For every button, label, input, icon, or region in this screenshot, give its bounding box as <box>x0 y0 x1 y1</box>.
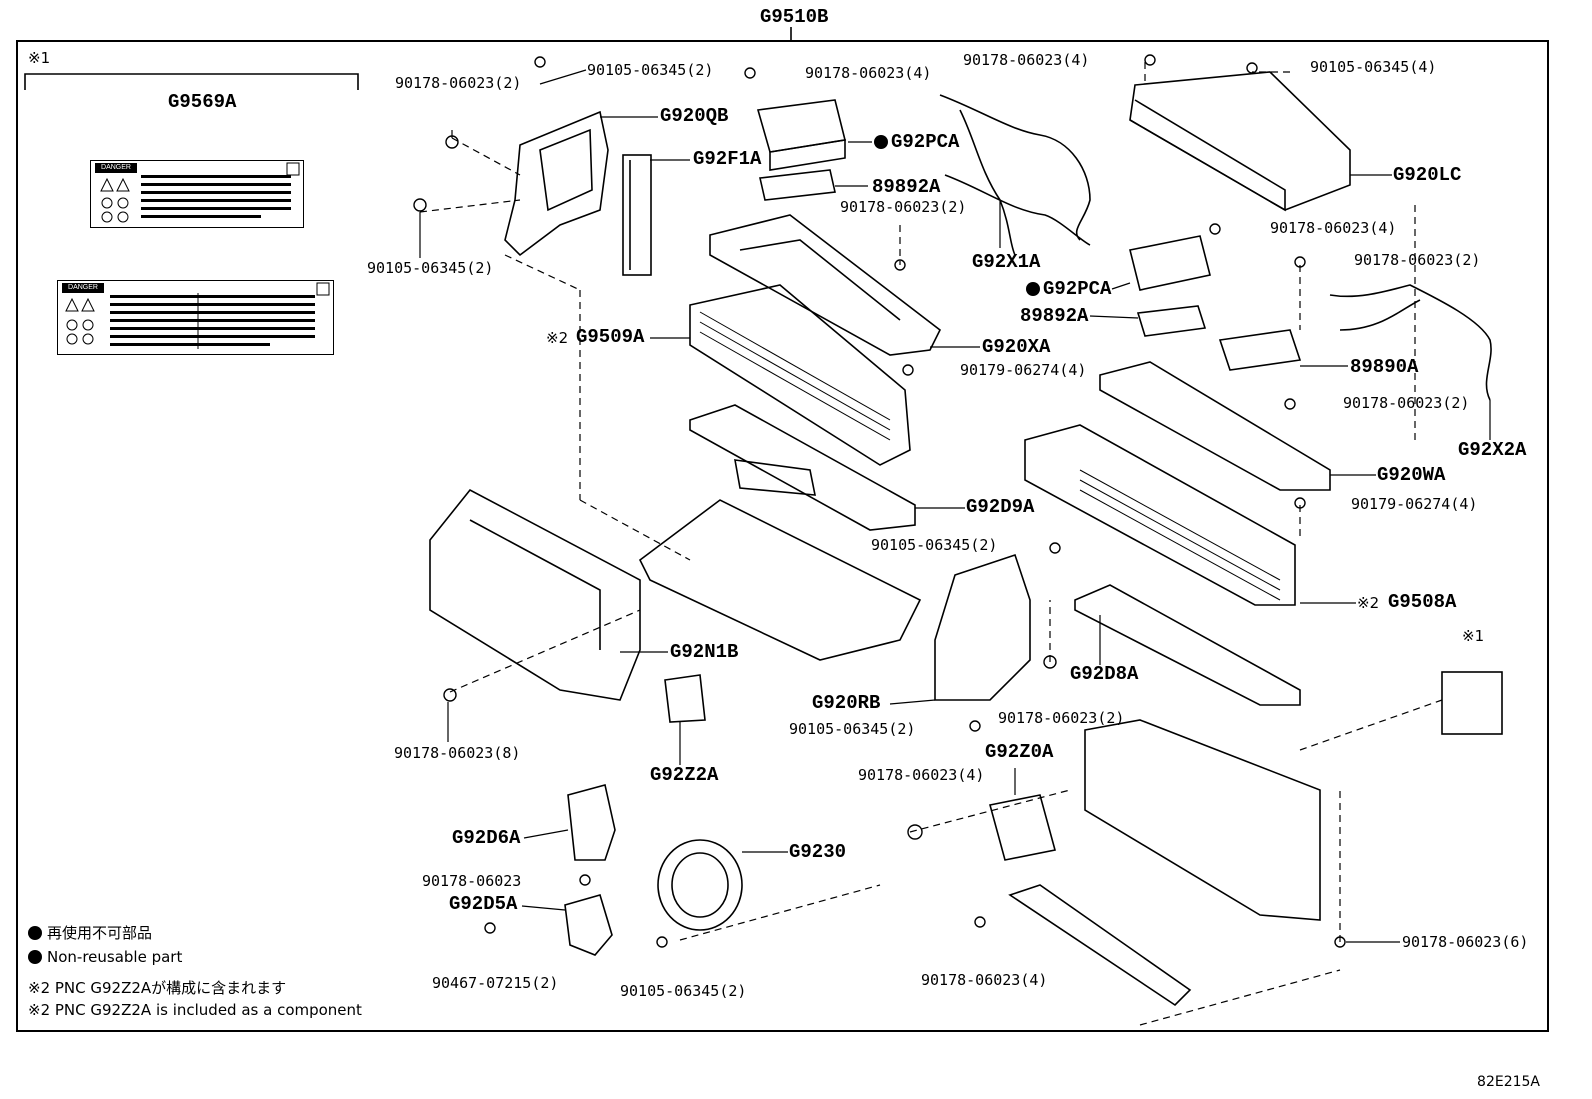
non-reusable-dot-icon <box>28 950 42 964</box>
pnc-g920lc: G920LC <box>1393 164 1462 186</box>
fastener-label: 90178-06023(2) <box>998 709 1125 727</box>
danger-label-1-header: DANGER <box>95 163 137 173</box>
diagram-title: G9510B <box>760 6 829 28</box>
pnc-g92x2a: G92X2A <box>1458 439 1527 461</box>
legend-text: Non-reusable part <box>47 948 183 966</box>
legend-text: 再使用不可部品 <box>47 924 153 942</box>
fastener-label: 90179-06274(4) <box>1351 495 1478 513</box>
pnc-g920xa: G920XA <box>982 336 1051 358</box>
fastener-label: 90178-06023(4) <box>921 971 1048 989</box>
fastener-label: 90178-06023(2) <box>1343 394 1470 412</box>
pnc-g92f1a: G92F1A <box>693 148 762 170</box>
fastener-label: 90105-06345(2) <box>620 982 747 1000</box>
pnc-g9509a: G9509A <box>576 326 645 348</box>
danger-label-2-header: DANGER <box>62 283 104 293</box>
pnc-g92d5a: G92D5A <box>449 893 518 915</box>
pnc-g92z2a: G92Z2A <box>650 764 719 786</box>
legend-non-reusable-jp: 再使用不可部品 <box>28 925 152 942</box>
fastener-label: 90178-06023(8) <box>394 744 521 762</box>
fastener-label: 90467-07215(2) <box>432 974 559 992</box>
fastener-label: 90105-06345(4) <box>1310 58 1437 76</box>
pnc-89892a-right: 89892A <box>1020 305 1089 327</box>
fastener-label: 90178-06023(4) <box>805 64 932 82</box>
pnc-g920wa: G920WA <box>1377 464 1446 486</box>
ref-marker-1-right: ※1 <box>1462 627 1485 645</box>
pnc-89890a: 89890A <box>1350 356 1419 378</box>
fastener-label: 90178-06023(4) <box>858 766 985 784</box>
non-reusable-dot-icon <box>28 926 42 940</box>
pnc-g920rb: G920RB <box>812 692 881 714</box>
pnc-g92n1b: G92N1B <box>670 641 739 663</box>
fastener-label: 90179-06274(4) <box>960 361 1087 379</box>
fastener-label: 90105-06345(2) <box>367 259 494 277</box>
pnc-g92pca-right: G92PCA <box>1043 278 1112 300</box>
pnc-g9508a: G9508A <box>1388 591 1457 613</box>
danger-label-1: DANGER <box>90 160 304 228</box>
ref-marker-1: ※1 <box>28 49 51 67</box>
ref-marker-2-g9508a: ※2 <box>1357 594 1380 612</box>
fastener-label: 90178-06023 <box>422 872 522 890</box>
pnc-g92d9a: G92D9A <box>966 496 1035 518</box>
figure-code: 82E215A <box>1477 1074 1540 1090</box>
danger-label-2: DANGER <box>57 280 334 355</box>
fastener-label: 90105-06345(2) <box>871 536 998 554</box>
danger-label-1-graphic <box>100 162 300 223</box>
pnc-g9230: G9230 <box>789 841 847 863</box>
pnc-g920qb: G920QB <box>660 105 729 127</box>
fastener-label: 90178-06023(4) <box>1270 219 1397 237</box>
fastener-label: 90178-06023(4) <box>963 51 1090 69</box>
pnc-g92z0a: G92Z0A <box>985 741 1054 763</box>
fastener-label: 90178-06023(2) <box>1354 251 1481 269</box>
fastener-label: 90105-06345(2) <box>789 720 916 738</box>
ref-marker-2-g9509a: ※2 <box>546 329 569 347</box>
diagram-frame <box>16 40 1549 1032</box>
note2-en: ※2 PNC G92Z2A is included as a component <box>28 1001 362 1019</box>
pnc-g9569a: G9569A <box>168 91 237 113</box>
pnc-g92d8a: G92D8A <box>1070 663 1139 685</box>
danger-label-2-graphic <box>65 282 330 349</box>
pnc-g92x1a: G92X1A <box>972 251 1041 273</box>
pnc-89892a-top: 89892A <box>872 176 941 198</box>
fastener-label: 90178-06023(6) <box>1402 933 1529 951</box>
fastener-label: 90178-06023(2) <box>395 74 522 92</box>
fastener-label: 90178-06023(2) <box>840 198 967 216</box>
legend-non-reusable-en: Non-reusable part <box>28 949 182 966</box>
pnc-g92pca-top: G92PCA <box>891 131 960 153</box>
note2-jp: ※2 PNC G92Z2Aが構成に含まれます <box>28 979 287 997</box>
pnc-g92d6a: G92D6A <box>452 827 521 849</box>
fastener-label: 90105-06345(2) <box>587 61 714 79</box>
